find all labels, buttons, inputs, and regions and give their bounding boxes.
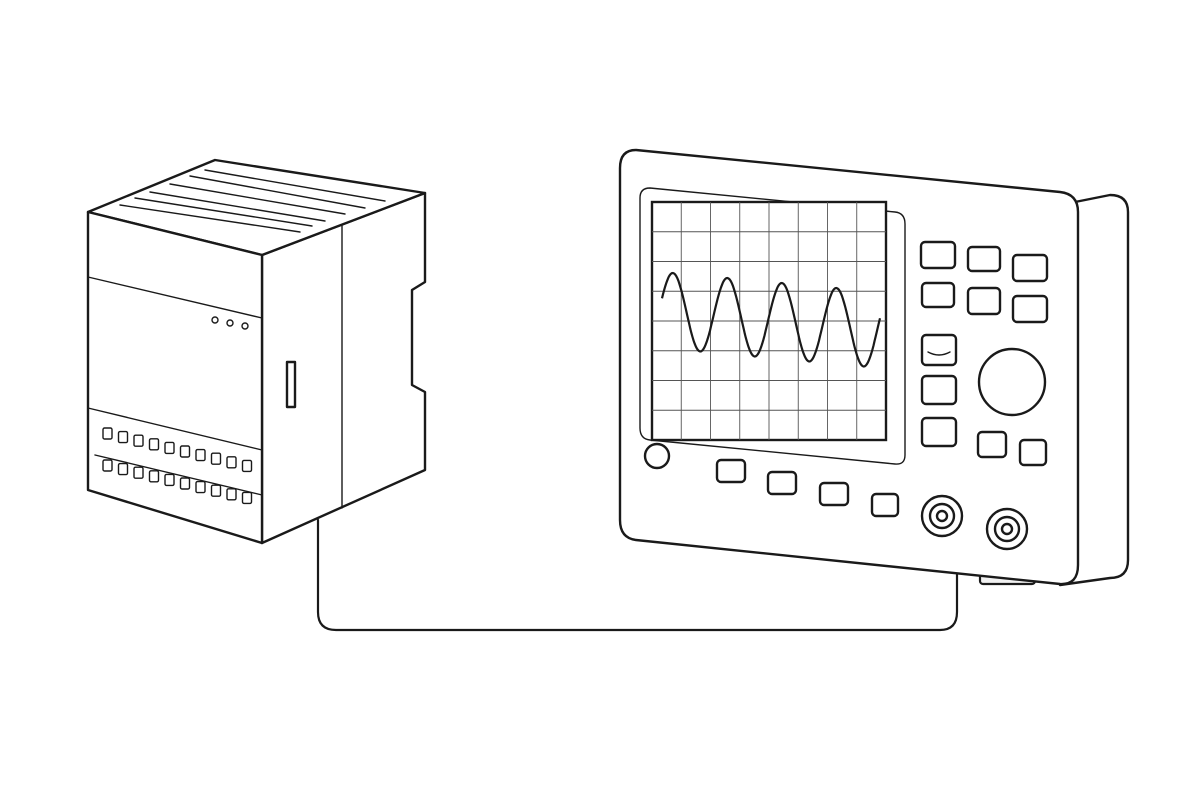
panel-button[interactable] [766,470,798,496]
terminal-screw [164,473,175,487]
panel-button[interactable] [920,374,958,406]
terminal-screw [179,477,191,490]
terminal-screw [241,459,253,473]
screen-grid [652,202,886,440]
panel-button[interactable] [920,333,958,367]
terminal-screw [102,427,113,440]
status-led [241,322,249,330]
oscilloscope [618,148,1130,587]
control-buttons [715,240,1049,518]
waveform [660,271,882,368]
bnc-connector [985,507,1029,551]
terminal-screw [241,491,253,505]
terminal-screw [195,448,206,462]
side-latch [285,360,297,409]
terminal-screw [133,466,144,479]
terminal-screw [117,462,129,476]
terminal-screw [210,452,222,465]
terminal-screw [226,456,237,469]
button-glyph [927,351,951,356]
status-led [211,316,219,324]
panel-button[interactable] [966,286,1002,316]
panel-button[interactable] [1011,253,1049,283]
panel-button[interactable] [966,245,1002,273]
status-led [226,319,234,327]
panel-button[interactable] [919,240,957,270]
panel-button[interactable] [920,416,958,448]
panel-button[interactable] [1011,294,1049,324]
terminal-screw [117,430,129,444]
panel-button[interactable] [920,281,956,309]
terminal-screw [164,441,175,455]
terminal-screw [148,470,160,483]
panel-button[interactable] [1018,438,1048,467]
panel-button[interactable] [870,492,900,518]
terminal-screw [179,445,191,458]
terminal-screw [102,459,113,472]
terminal-screw [210,484,222,497]
terminal-screw [195,480,206,494]
terminal-screw [148,438,160,451]
plc-controller [86,158,427,545]
bnc-connector [920,494,964,538]
terminal-screw [226,488,237,501]
power-button[interactable] [643,442,671,470]
adjust-knob[interactable] [977,347,1047,417]
terminal-block [94,427,263,505]
panel-button[interactable] [976,430,1008,459]
panel-button[interactable] [818,481,850,507]
connecting-cable [316,518,959,632]
terminal-screw [133,434,144,447]
panel-button[interactable] [715,458,747,484]
vent-grille [119,169,386,233]
